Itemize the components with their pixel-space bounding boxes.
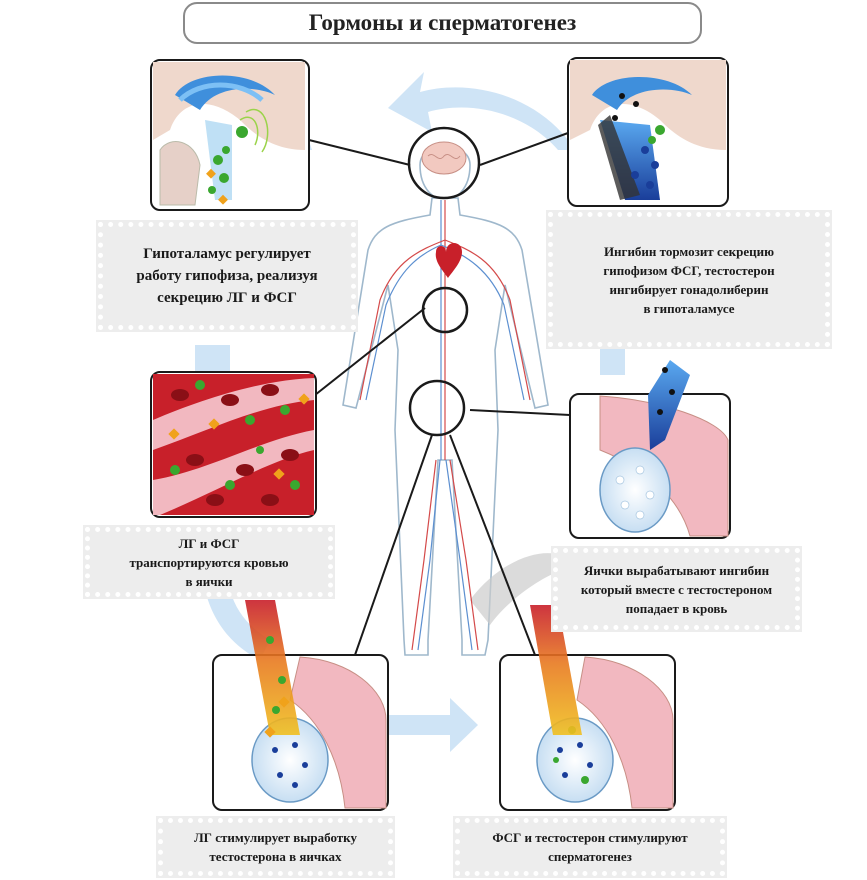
blood-vessel-panel (150, 371, 317, 518)
fsh-testes-panel (499, 605, 676, 811)
caption-inhibin: Ингибин тормозит секрецию гипофизом ФСГ,… (546, 210, 832, 349)
brain (421, 141, 467, 175)
testes-zoom-circle (408, 379, 466, 437)
hypothalamus-panel (150, 59, 310, 211)
caption-fsh-spermatogenesis: ФСГ и тестостерон стимулируют сперматоге… (453, 816, 727, 878)
pituitary-inhibition-panel (567, 57, 729, 207)
caption-blood-transport: ЛГ и ФСГ транспортируются кровью в яички (83, 525, 335, 599)
testes-inhibin-panel (569, 360, 731, 539)
page-title: Гормоны и сперматогенез (183, 2, 702, 44)
caption-hypothalamus: Гипоталамус регулирует работу гипофиза, … (96, 220, 358, 332)
blood-zoom-circle (421, 286, 469, 334)
heart (435, 243, 462, 278)
brain-zoom-circle (407, 126, 481, 200)
zoom-circles (407, 126, 481, 437)
caption-lh-testosterone: ЛГ стимулирует выработку тестостерона в … (156, 816, 395, 878)
left-cycle-arrow (195, 345, 230, 372)
zoom-connector-lines (308, 132, 571, 656)
lh-testes-panel (212, 600, 389, 811)
top-cycle-arrow (388, 72, 575, 150)
bottom-cycle-arrow (385, 698, 478, 752)
right-cycle-arrow (600, 345, 625, 375)
body-shadow (470, 553, 562, 625)
caption-testes-inhibin: Яички вырабатывают ингибин который вмест… (551, 546, 802, 632)
